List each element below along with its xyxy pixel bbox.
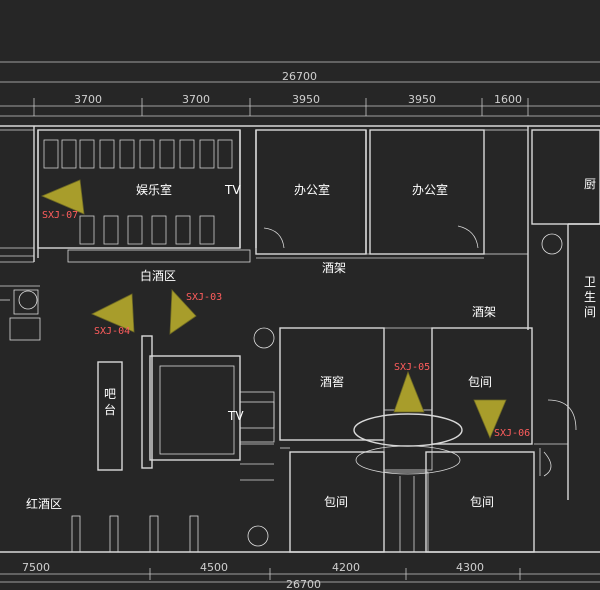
room-label-office-2: 办公室: [412, 182, 448, 197]
top-dim-4: 3950: [408, 93, 436, 106]
camera-label-sxj03: SXJ-03: [186, 292, 222, 303]
bottom-dim-3: 4200: [332, 561, 360, 574]
bottom-dim-2: 4500: [200, 561, 228, 574]
camera-sxj06-icon: [473, 399, 507, 440]
room-label-entertainment: 娱乐室: [136, 182, 172, 197]
top-dimension-lines: [0, 61, 600, 117]
bottom-dim-4: 4300: [456, 561, 484, 574]
room-label-restroom-3: 间: [584, 305, 596, 319]
room-label-white-wine: 白酒区: [140, 268, 176, 283]
tv-label-2: TV: [227, 409, 244, 423]
camera-sxj07-icon: [40, 179, 85, 215]
room-label-partial-right: 厨: [584, 177, 596, 191]
camera-label-sxj05: SXJ-05: [394, 362, 430, 373]
room-label-office-1: 办公室: [294, 182, 330, 197]
top-dim-2: 3700: [182, 93, 210, 106]
walls: [0, 125, 600, 553]
room-label-private-1: 包间: [468, 375, 492, 389]
camera-sxj03-icon: [169, 289, 197, 335]
plant-icon: [18, 233, 563, 547]
total-width-bottom: 26700: [286, 578, 321, 590]
camera-label-sxj04: SXJ-04: [94, 326, 130, 337]
room-label-bar-2: 台: [104, 402, 116, 417]
camera-sxj04-icon: [91, 293, 135, 333]
entertainment-furniture: [43, 139, 233, 245]
room-label-private-2: 包间: [324, 495, 348, 509]
room-label-private-3: 包间: [470, 495, 494, 509]
bottom-dim-1: 7500: [22, 561, 50, 574]
camera-label-sxj06: SXJ-06: [494, 428, 530, 439]
camera-sxj05-icon: [393, 370, 425, 413]
room-label-red-wine: 红酒区: [26, 496, 62, 511]
room-label-bar-1: 吧: [104, 387, 116, 401]
tv-label-1: TV: [224, 183, 241, 197]
room-label-restroom-2: 生: [584, 290, 596, 304]
bottom-dimension-lines: [0, 568, 600, 583]
room-label-cellar: 酒窖: [320, 374, 344, 389]
room-label-restroom-1: 卫: [584, 275, 596, 289]
top-dim-1: 3700: [74, 93, 102, 106]
room-label-wine-rack-1: 酒架: [322, 261, 346, 275]
top-dim-5: 1600: [494, 93, 522, 106]
top-dim-3: 3950: [292, 93, 320, 106]
room-label-wine-rack-2: 酒架: [472, 305, 496, 319]
total-width-top: 26700: [282, 70, 317, 83]
camera-label-sxj07: SXJ-07: [42, 210, 78, 221]
